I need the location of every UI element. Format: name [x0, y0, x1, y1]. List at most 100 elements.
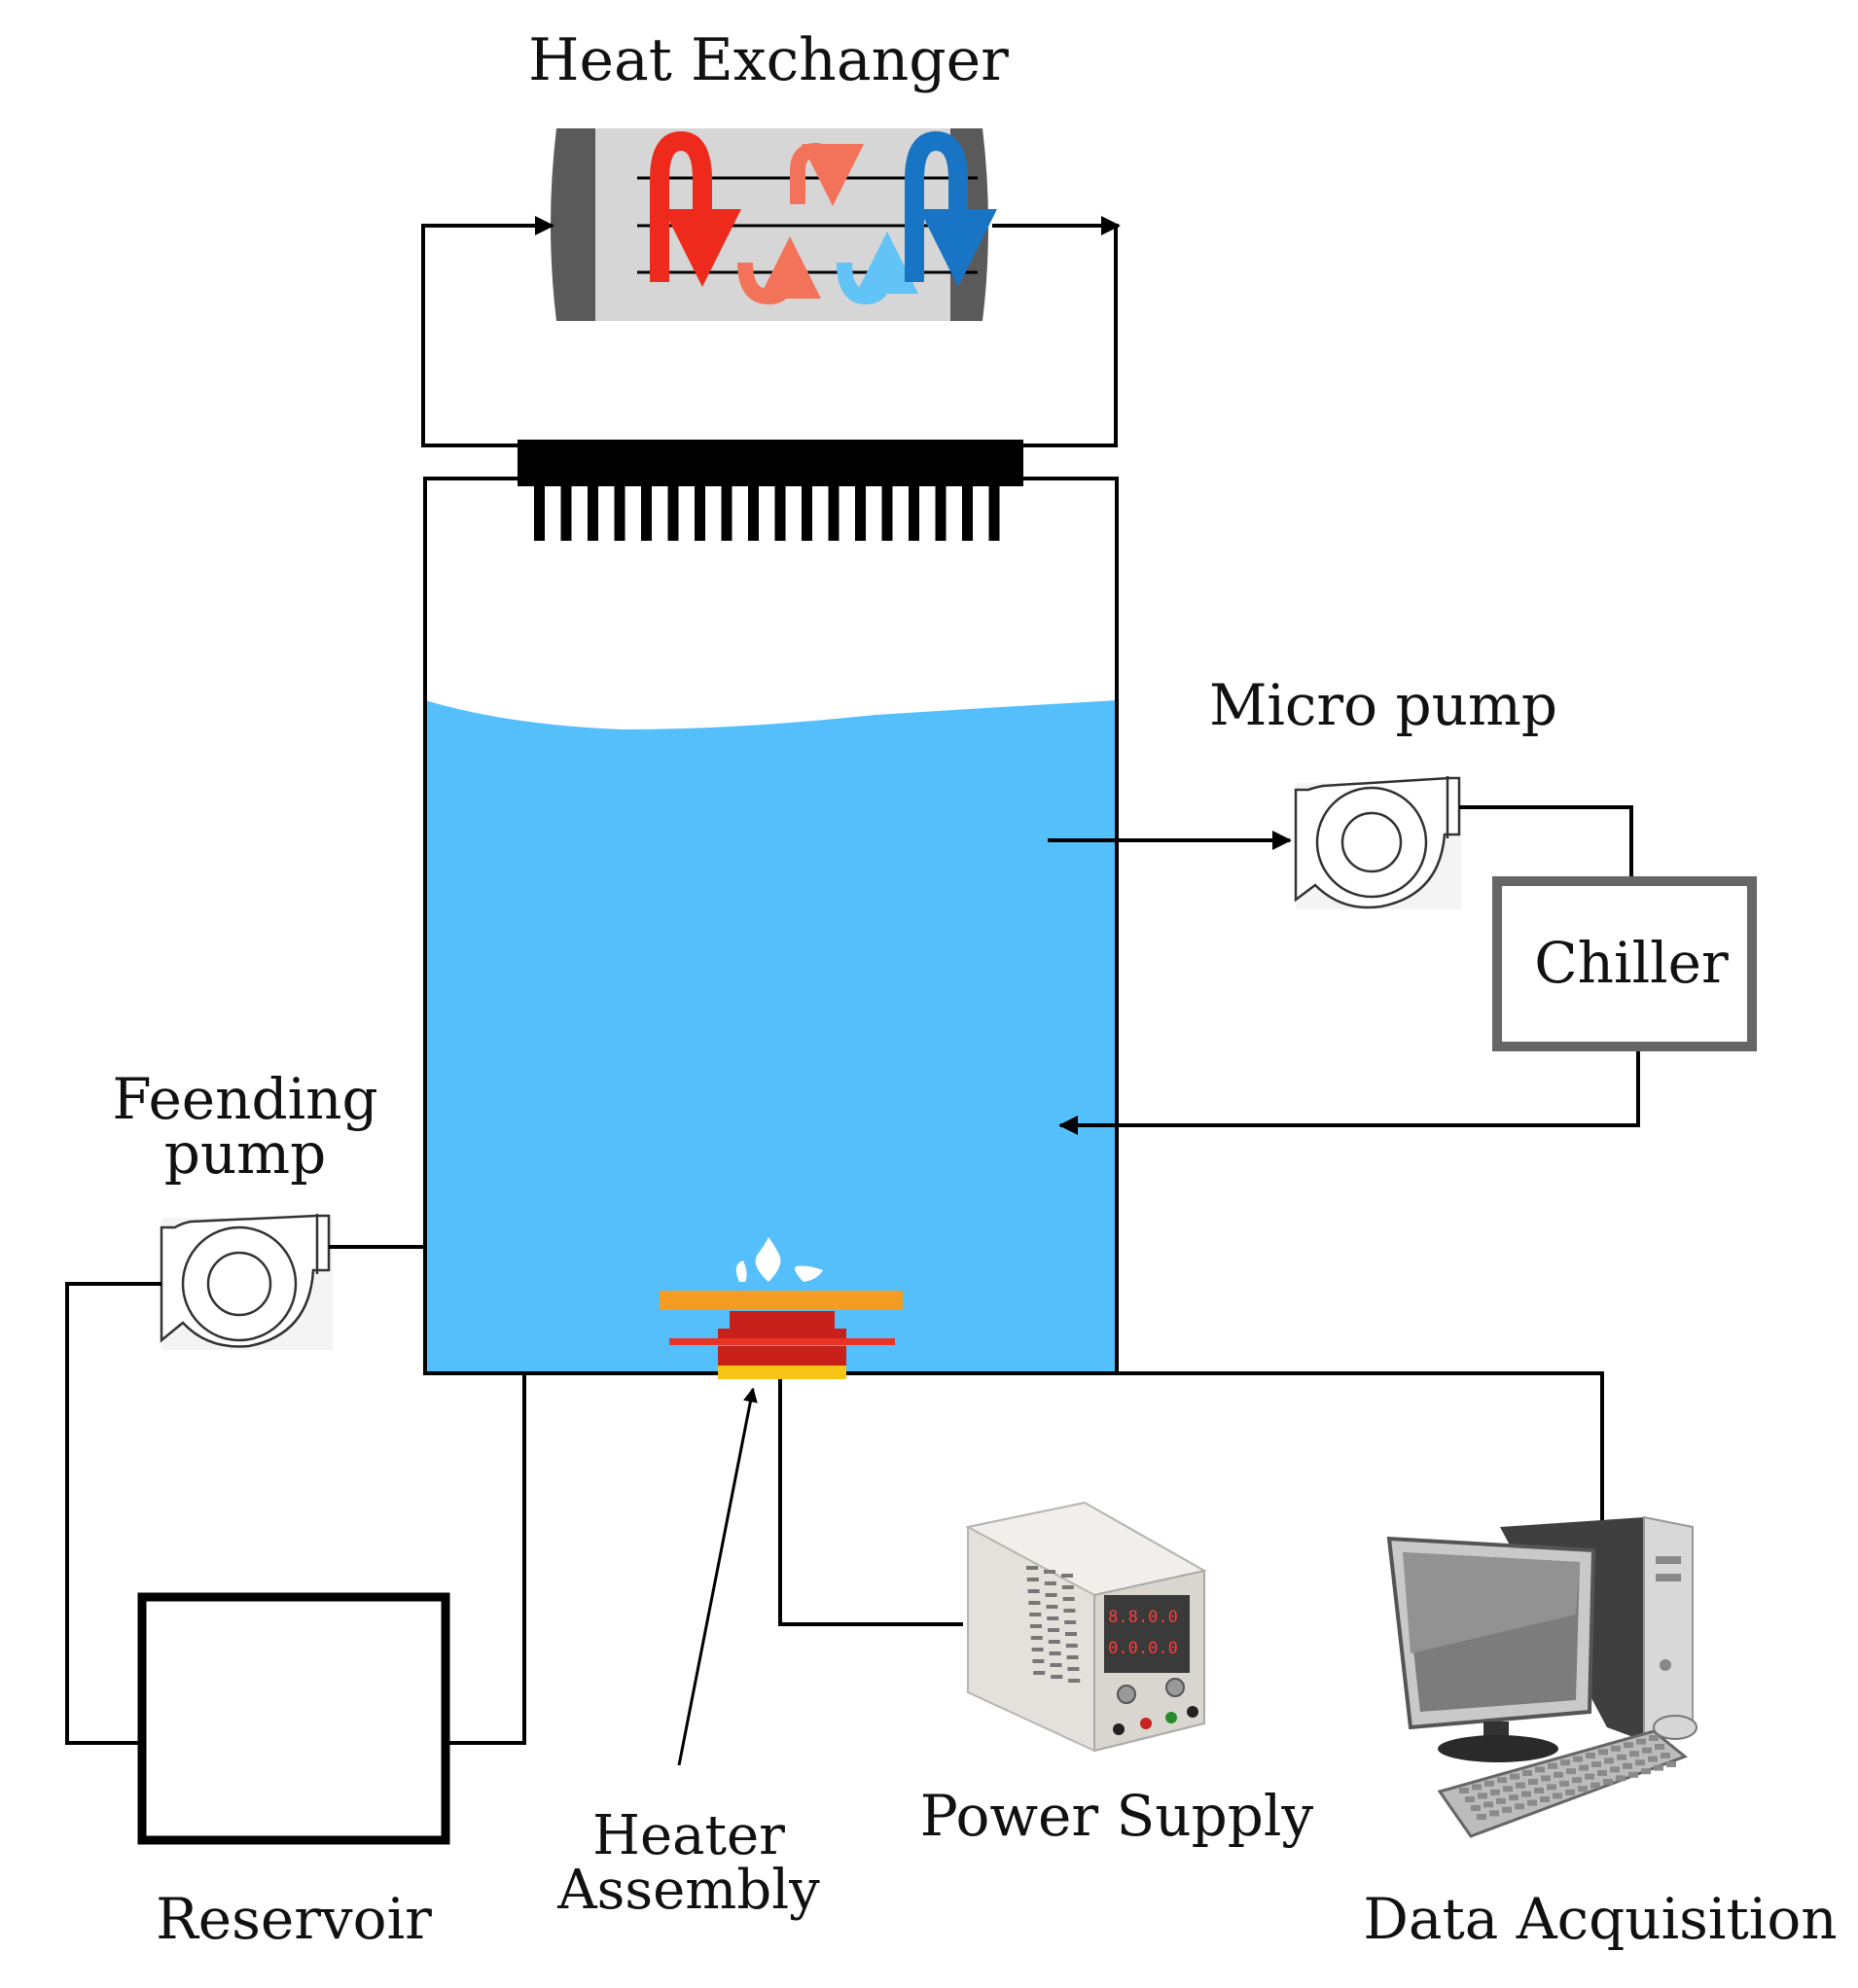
keyboard-key [1654, 1764, 1663, 1771]
condenser-fin [828, 484, 840, 541]
keyboard-key [1585, 1773, 1594, 1780]
condenser-fin [881, 484, 893, 541]
keyboard-key [1472, 1784, 1482, 1791]
condenser-fin [721, 484, 732, 541]
keyboard-key [1598, 1749, 1608, 1756]
condenser-fin [614, 484, 625, 541]
power-supply-display-bottom: 0.0.0.0 [1108, 1639, 1178, 1658]
chiller-piping [1048, 805, 1640, 1135]
keyboard-key [1528, 1779, 1538, 1785]
keyboard-key [1465, 1796, 1475, 1802]
power-supply-vent [1048, 1640, 1060, 1644]
keyboard-key [1604, 1757, 1614, 1764]
keyboard-key [1617, 1754, 1626, 1760]
keyboard-key [1611, 1745, 1621, 1752]
keyboard-key [1477, 1814, 1486, 1820]
keyboard-key [1648, 1756, 1658, 1762]
keyboard-key [1629, 1751, 1639, 1757]
keyboard-key [1471, 1805, 1481, 1811]
power-supply-vent [1030, 1636, 1043, 1640]
keyboard-key [1535, 1766, 1545, 1773]
keyboard-key [1510, 1773, 1519, 1780]
keyboard-key [1624, 1742, 1633, 1749]
keyboard-key [1636, 1738, 1646, 1745]
keyboard-key [1565, 1789, 1575, 1795]
keyboard-key [1666, 1761, 1676, 1767]
power-supply-vent [1049, 1651, 1061, 1655]
keyboard-key [1559, 1780, 1569, 1787]
reservoir-label: Reservoir [156, 1886, 432, 1952]
power-supply-vent [1065, 1632, 1077, 1636]
keyboard-key [1521, 1791, 1531, 1797]
boiling-vessel [423, 477, 1119, 1375]
condenser-fin [855, 484, 866, 541]
power-supply-vent [1046, 1605, 1058, 1609]
keyboard-key [1541, 1775, 1551, 1782]
heat-exchanger-label: Heat Exchanger [528, 26, 1009, 94]
keyboard-key [1534, 1788, 1544, 1793]
power-supply-vent [1026, 1566, 1038, 1570]
chiller-box: Chiller [1492, 876, 1757, 1051]
feeding-pump-label-line1: Feending [112, 1066, 377, 1132]
keyboard-key [1554, 1771, 1563, 1778]
chiller-label: Chiller [1534, 930, 1729, 996]
keyboard-key [1502, 1806, 1512, 1813]
power-supply-vent [1061, 1585, 1074, 1589]
keyboard-key [1459, 1788, 1469, 1793]
power-wire [778, 1379, 963, 1626]
heater-label-line1: Heater [592, 1804, 785, 1867]
keyboard-key [1548, 1762, 1557, 1769]
keyboard-key [1597, 1770, 1607, 1776]
keyboard-key [1522, 1770, 1532, 1776]
keyboard-key [1540, 1796, 1550, 1802]
condenser-fin [802, 484, 812, 541]
keyboard-key [1573, 1756, 1583, 1762]
keyboard-key [1628, 1771, 1638, 1778]
power-supply-vent [1028, 1601, 1041, 1605]
condenser-fin [667, 484, 679, 541]
keyboard-key [1497, 1777, 1507, 1784]
keyboard-key [1478, 1793, 1487, 1799]
condenser-fin [935, 484, 947, 541]
keyboard-key [1490, 1789, 1500, 1795]
power-supply-vent [1044, 1570, 1055, 1574]
keyboard-key [1484, 1780, 1494, 1787]
keyboard-key [1516, 1782, 1525, 1789]
keyboard-key [1527, 1799, 1537, 1806]
keyboard-key [1579, 1764, 1589, 1771]
condenser-fin [748, 484, 759, 541]
heat-exchanger-icon [551, 128, 997, 321]
condenser-fin [962, 484, 973, 541]
keyboard-key [1503, 1786, 1513, 1793]
power-supply-label: Power Supply [920, 1783, 1314, 1849]
exchanger-piping [421, 216, 1121, 447]
data-acquisition-label: Data Acquisition [1363, 1886, 1837, 1952]
keyboard-key [1616, 1775, 1626, 1782]
keyboard-key [1578, 1786, 1588, 1793]
keyboard-key [1590, 1782, 1600, 1789]
keyboard-key [1566, 1768, 1576, 1775]
power-supply-vent [1065, 1644, 1078, 1648]
keyboard-key [1655, 1744, 1664, 1750]
power-supply-vent [1067, 1667, 1080, 1671]
power-supply-vent [1026, 1578, 1039, 1581]
keyboard-key [1489, 1810, 1499, 1817]
power-supply-vent [1047, 1616, 1059, 1620]
keyboard-key [1483, 1801, 1493, 1808]
keyboard-key [1553, 1793, 1562, 1799]
condenser-fin [988, 484, 1000, 541]
keyboard-key [1591, 1761, 1601, 1767]
condenser-fins-icon [518, 440, 1023, 541]
power-supply-vent [1029, 1613, 1042, 1616]
power-supply-vent [1045, 1593, 1057, 1597]
micro-pump-label: Micro pump [1209, 672, 1557, 738]
power-supply-vent [1064, 1620, 1077, 1624]
feeding-piping [65, 1245, 526, 1745]
keyboard-key [1509, 1794, 1519, 1801]
condenser-fin [774, 484, 786, 541]
condenser-fin [588, 484, 598, 541]
keyboard-key [1586, 1753, 1595, 1758]
keyboard-key [1649, 1735, 1659, 1741]
power-supply-vent [1031, 1648, 1044, 1651]
